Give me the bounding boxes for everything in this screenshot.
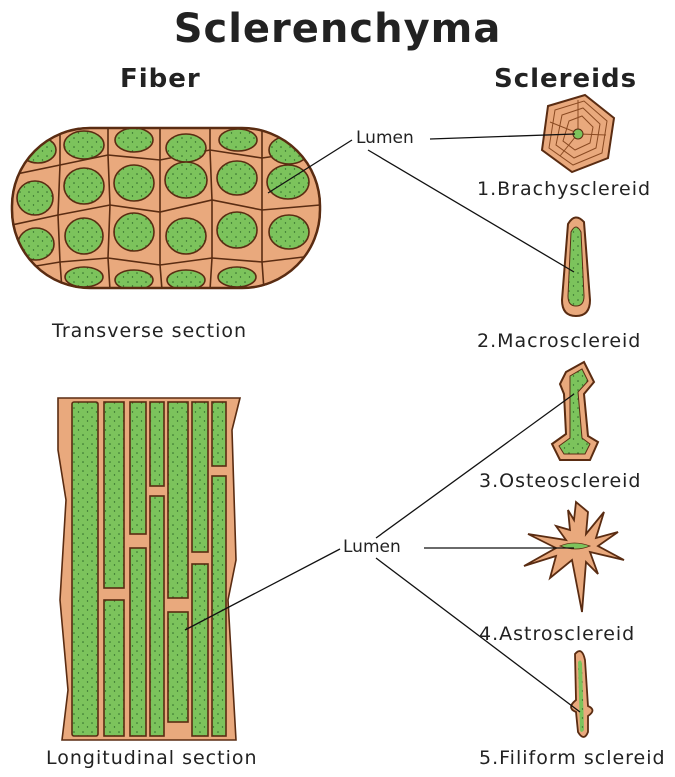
osteosclereid-label: 3.Osteosclereid [479,470,641,492]
transverse-section [12,128,320,290]
longitudinal-section-caption: Longitudinal section [46,747,258,769]
astrosclereid-shape [524,502,624,612]
transverse-section-caption: Transverse section [52,320,247,342]
filiform-sclereid-shape [571,651,593,737]
sclereids-heading: Sclereids [494,64,637,94]
osteosclereid-shape [552,362,598,460]
diagram-title: Sclerenchyma [0,6,675,52]
lumen-label-bottom: Lumen [343,537,401,557]
brachysclereid-label: 1.Brachysclereid [477,178,651,200]
fiber-heading: Fiber [120,64,201,94]
longitudinal-section [58,398,240,740]
brachysclereid-shape [542,95,614,172]
macrosclereid-label: 2.Macrosclereid [477,330,641,352]
filiform-sclereid-label: 5.Filiform sclereid [479,747,666,769]
astrosclereid-label: 4.Astrosclereid [479,623,635,645]
lumen-label-top: Lumen [356,128,414,148]
